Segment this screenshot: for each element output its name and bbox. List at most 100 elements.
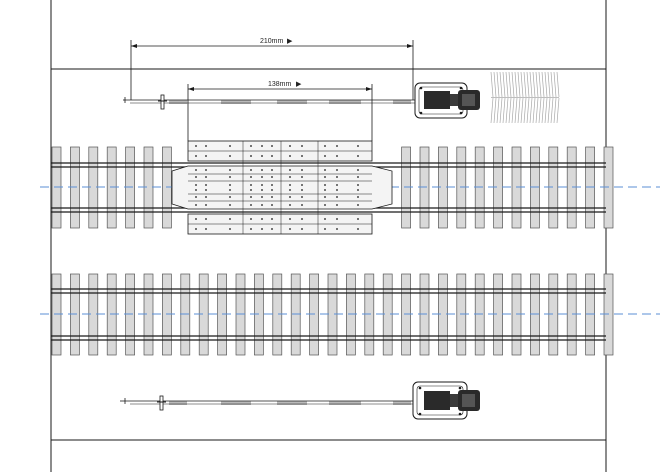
lower-track-rails (51, 288, 606, 341)
bolt (357, 218, 359, 220)
bolt (261, 218, 263, 220)
bolt (261, 204, 263, 206)
lower-track-sleepers (51, 273, 614, 356)
bolt (195, 145, 197, 147)
bolt (250, 155, 252, 157)
dimension-label-210: 210mm (260, 38, 284, 45)
bolt (357, 184, 359, 186)
bolt (271, 169, 273, 171)
dimension-arrow-icon: ▶ (296, 81, 302, 88)
bolt (301, 145, 303, 147)
bolt (301, 176, 303, 178)
bolt (336, 196, 338, 198)
bolt (250, 189, 252, 191)
bolt (271, 145, 273, 147)
bolt (301, 228, 303, 230)
bolt (205, 176, 207, 178)
bolt (324, 169, 326, 171)
bolt (324, 204, 326, 206)
bolt (357, 155, 359, 157)
bolt (205, 189, 207, 191)
bolt (261, 155, 263, 157)
bolt (195, 169, 197, 171)
bolt (357, 176, 359, 178)
bolt (336, 204, 338, 206)
bolt (195, 204, 197, 206)
dimension-label-138: 138mm (268, 81, 292, 88)
bolt (357, 169, 359, 171)
bolt (289, 189, 291, 191)
bolt (250, 176, 252, 178)
bolt (195, 228, 197, 230)
dimension-arrow-icon: ▶ (287, 38, 293, 45)
bolt (195, 189, 197, 191)
bolt (357, 145, 359, 147)
bolt (324, 155, 326, 157)
bolt (336, 228, 338, 230)
bolt (261, 176, 263, 178)
bolt (205, 196, 207, 198)
bolt (289, 228, 291, 230)
bolt (271, 196, 273, 198)
bolt (229, 176, 231, 178)
bolt (357, 204, 359, 206)
bolt (261, 196, 263, 198)
bolt (336, 176, 338, 178)
bolt (336, 189, 338, 191)
lower-point-rod (120, 395, 420, 411)
bolt (250, 196, 252, 198)
bolt (229, 204, 231, 206)
bolt (261, 145, 263, 147)
bolt (289, 184, 291, 186)
bolt (229, 145, 231, 147)
bolt (195, 176, 197, 178)
bolt (250, 204, 252, 206)
bolt (301, 169, 303, 171)
upper-point-motor-icon (414, 82, 480, 119)
bolt (205, 145, 207, 147)
bolt (357, 196, 359, 198)
bolt (289, 145, 291, 147)
bolt (205, 169, 207, 171)
bolt (336, 169, 338, 171)
bolt (250, 228, 252, 230)
hatched-block (490, 71, 560, 124)
bolt (289, 169, 291, 171)
lower-point-motor-icon (412, 381, 480, 420)
bolt (301, 204, 303, 206)
bolt (324, 189, 326, 191)
bolt (229, 155, 231, 157)
bolt (205, 228, 207, 230)
bolt (229, 189, 231, 191)
bolt (289, 218, 291, 220)
bolt (324, 218, 326, 220)
platform-outline (50, 0, 607, 472)
bolt (229, 184, 231, 186)
bolt (195, 218, 197, 220)
bolt (336, 155, 338, 157)
bolt (336, 218, 338, 220)
bolt (271, 184, 273, 186)
bolt (289, 196, 291, 198)
bolt (271, 189, 273, 191)
bolt (229, 169, 231, 171)
bolt (250, 145, 252, 147)
crossing-panel (171, 140, 393, 235)
bolt (324, 196, 326, 198)
bolt (271, 228, 273, 230)
bolt (229, 196, 231, 198)
bolt (357, 189, 359, 191)
bolt (336, 184, 338, 186)
bolt (195, 155, 197, 157)
bolt (195, 196, 197, 198)
upper-point-rod (123, 94, 420, 110)
dimension-138mm (187, 84, 373, 141)
bolt (250, 218, 252, 220)
bolt (229, 218, 231, 220)
bolt (205, 218, 207, 220)
bolt (261, 184, 263, 186)
bolt (357, 228, 359, 230)
bolt (250, 169, 252, 171)
bolt (195, 184, 197, 186)
